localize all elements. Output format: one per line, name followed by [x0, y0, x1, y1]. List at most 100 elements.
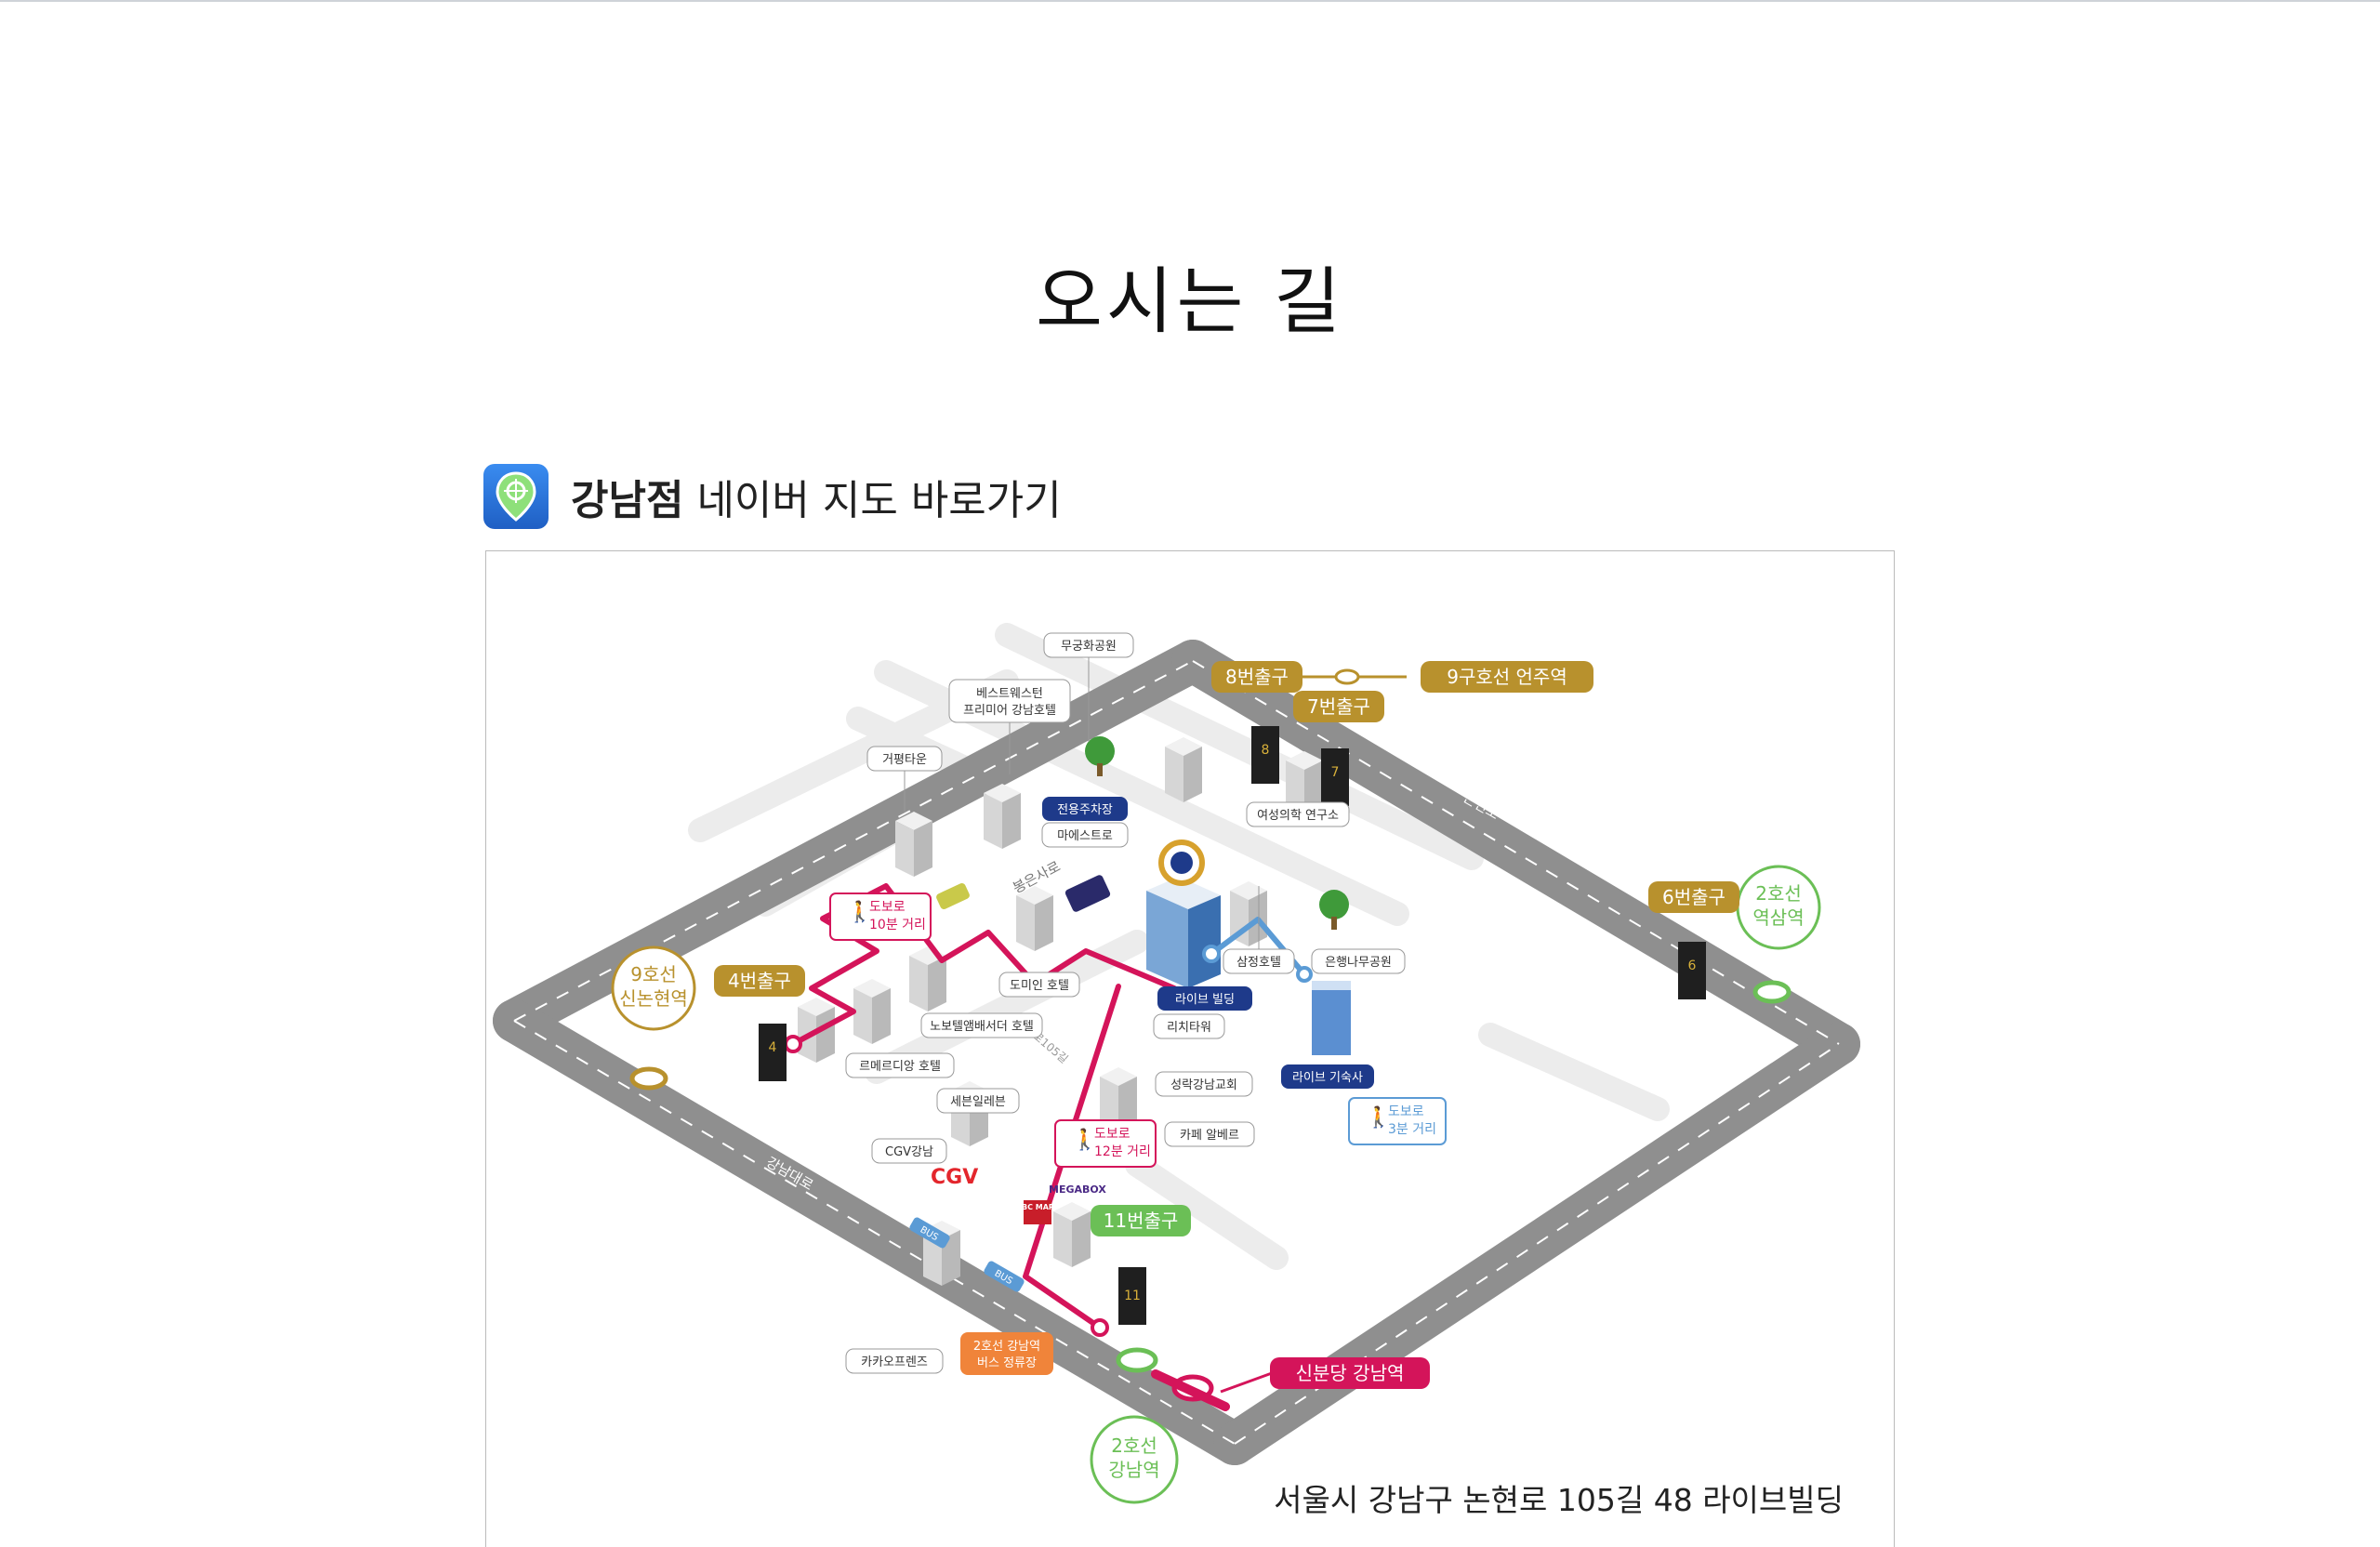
landmark-kakao: 카카오프렌즈	[845, 1348, 944, 1374]
exit-pillars: 4 8 7 6 11	[759, 726, 1706, 1325]
svg-text:6: 6	[1688, 959, 1697, 973]
svg-text:2호선: 2호선	[1755, 882, 1802, 905]
car-icon	[936, 882, 970, 910]
naver-map-link[interactable]: 강남점 네이버 지도 바로가기	[483, 464, 1062, 529]
svg-text:카카오프렌즈: 카카오프렌즈	[861, 1355, 928, 1369]
svg-text:8번출구: 8번출구	[1225, 666, 1289, 688]
svg-text:신논현역: 신논현역	[619, 987, 688, 1010]
exit-7-label: 7번출구	[1293, 691, 1384, 722]
svg-text:8: 8	[1262, 743, 1270, 758]
walk-10min-callout: 🚶 도보로 10분 거리	[829, 892, 932, 941]
location-map-illustration: 봉은사로 논현로 강남대로 테헤란로 논현로105길	[493, 623, 1860, 1518]
svg-text:3분 거리: 3분 거리	[1388, 1122, 1436, 1137]
svg-text:7: 7	[1331, 765, 1340, 780]
exit-4-label: 4번출구	[714, 965, 805, 997]
station-yeoksam: 2호선 역삼역	[1736, 865, 1821, 950]
svg-text:신분당 강남역: 신분당 강남역	[1296, 1362, 1405, 1384]
landmark-church: 성락강남교회	[1155, 1071, 1253, 1097]
sinbundang-station-label: 신분당 강남역	[1220, 1357, 1430, 1394]
road-teheran: 테헤란로	[1483, 1154, 1535, 1196]
station-gangnam: 2호선 강남역	[1090, 1415, 1179, 1504]
landmark-geopyeong: 거평타운	[866, 746, 943, 812]
map-pin-icon	[483, 464, 549, 529]
svg-text:리치타워: 리치타워	[1167, 1021, 1211, 1035]
svg-text:🚶: 🚶	[1072, 1128, 1097, 1152]
svg-text:9구호선 언주역: 9구호선 언주역	[1447, 666, 1567, 688]
svg-text:9호선: 9호선	[630, 963, 677, 985]
svg-text:전용주차장: 전용주차장	[1057, 803, 1113, 817]
svg-text:CGV강남: CGV강남	[885, 1145, 933, 1159]
landmark-parking: 전용주차장	[1042, 797, 1128, 821]
landmark-dormyinn: 도미인 호텔	[998, 972, 1080, 998]
branch-name: 강남점	[571, 477, 684, 524]
svg-text:2호선 강남역: 2호선 강남역	[973, 1340, 1040, 1354]
landmark-maestro: 마에스트로	[1041, 822, 1129, 848]
svg-text:12분 거리: 12분 거리	[1094, 1144, 1151, 1159]
megabox-sign: MEGABOX	[1049, 1183, 1106, 1196]
landmark-mugunghwa: 무궁화공원	[1043, 632, 1134, 742]
svg-text:노보텔앰배서더 호텔: 노보텔앰배서더 호텔	[930, 1020, 1034, 1034]
svg-text:🚶: 🚶	[1366, 1105, 1391, 1130]
svg-text:10분 거리: 10분 거리	[869, 918, 926, 932]
svg-text:11번출구: 11번출구	[1104, 1210, 1179, 1232]
station-rings	[629, 980, 1792, 1411]
svg-text:도보로: 도보로	[1094, 1127, 1130, 1142]
eonju-station-label: 9구호선 언주역	[1302, 661, 1593, 693]
exit-8-label: 8번출구	[1211, 661, 1302, 693]
landmark-busstop: 2호선 강남역 버스 정류장	[960, 1332, 1053, 1375]
svg-text:도보로: 도보로	[1388, 1104, 1424, 1119]
svg-text:2호선: 2호선	[1111, 1435, 1157, 1457]
walk-3min-callout: 🚶 도보로 3분 거리	[1348, 1097, 1447, 1145]
landmark-labels: 무궁화공원 베스트웨스턴 프리미어 강남호텔 거평타운 전용주차장 마에스트로 …	[845, 632, 1406, 1375]
landmark-samjeong: 삼정호텔	[1223, 886, 1295, 974]
landmark-live-dorm: 라이브 기숙사	[1281, 1064, 1374, 1089]
svg-text:라이브 빌딩: 라이브 빌딩	[1175, 993, 1235, 1007]
landmark-novotel: 노보텔앰배서더 호텔	[920, 1012, 1043, 1038]
svg-text:도미인 호텔: 도미인 호텔	[1010, 979, 1069, 993]
abc-mart-sign	[1024, 1200, 1051, 1224]
svg-text:삼정호텔: 삼정호텔	[1236, 956, 1281, 970]
svg-text:강남역: 강남역	[1108, 1459, 1159, 1481]
svg-text:마에스트로: 마에스트로	[1057, 829, 1113, 843]
address-text: 서울시 강남구 논현로 105길 48 라이브빌딩	[1274, 1482, 1844, 1518]
top-divider	[0, 0, 2380, 2]
map-link-label: 네이버 지도 바로가기	[696, 477, 1062, 524]
svg-text:은행나무공원: 은행나무공원	[1325, 955, 1392, 970]
landmark-seven: 세븐일레븐	[936, 1088, 1020, 1114]
svg-text:4번출구: 4번출구	[728, 970, 791, 992]
walk-12min-callout: 🚶 도보로 12분 거리	[1054, 1119, 1157, 1168]
landmark-cgv: CGV강남	[871, 1138, 947, 1164]
landmark-lemeridien: 르메르디앙 호텔	[845, 1052, 955, 1078]
svg-text:프리미어 강남호텔: 프리미어 강남호텔	[963, 704, 1056, 718]
abc-mart-text: ABC MART	[1016, 1203, 1060, 1211]
svg-text:4: 4	[769, 1040, 777, 1055]
landmark-bestwestern: 베스트웨스턴 프리미어 강남호텔	[948, 679, 1071, 774]
svg-text:여성의학 연구소: 여성의학 연구소	[1257, 809, 1339, 823]
parking-icon	[1064, 875, 1111, 912]
svg-text:무궁화공원: 무궁화공원	[1061, 640, 1117, 654]
svg-text:버스 정류장: 버스 정류장	[977, 1356, 1037, 1370]
svg-text:도보로: 도보로	[869, 900, 906, 915]
cgv-sign: CGV	[931, 1166, 978, 1189]
svg-text:세븐일레븐: 세븐일레븐	[950, 1095, 1006, 1109]
svg-text:6번출구: 6번출구	[1662, 886, 1726, 908]
svg-text:11: 11	[1124, 1289, 1141, 1303]
svg-text:7번출구: 7번출구	[1307, 695, 1370, 718]
svg-text:베스트웨스턴: 베스트웨스턴	[976, 687, 1043, 701]
landmark-eunhaeng: 은행나무공원	[1311, 948, 1406, 974]
svg-text:라이브 기숙사: 라이브 기숙사	[1292, 1071, 1363, 1085]
page-title: 오시는 길	[1036, 260, 1344, 344]
exit-6-label: 6번출구	[1648, 881, 1739, 913]
live-building-tower	[1146, 840, 1351, 1055]
landmark-cafe: 카페 알베르	[1164, 1121, 1255, 1147]
svg-text:역삼역: 역삼역	[1752, 906, 1804, 929]
park-trees	[1085, 736, 1349, 930]
svg-text:거평타운: 거평타운	[882, 753, 927, 767]
station-sinnonhyeon: 9호선 신논현역	[611, 945, 696, 1031]
svg-text:르메르디앙 호텔: 르메르디앙 호텔	[859, 1060, 941, 1074]
landmark-live-building: 라이브 빌딩	[1157, 986, 1252, 1011]
landmark-yeoseong: 여성의학 연구소	[1246, 801, 1350, 827]
location-map: 봉은사로 논현로 강남대로 테헤란로 논현로105길	[485, 550, 1895, 1547]
svg-text:성락강남교회: 성락강남교회	[1170, 1078, 1237, 1092]
svg-text:🚶: 🚶	[847, 900, 872, 924]
